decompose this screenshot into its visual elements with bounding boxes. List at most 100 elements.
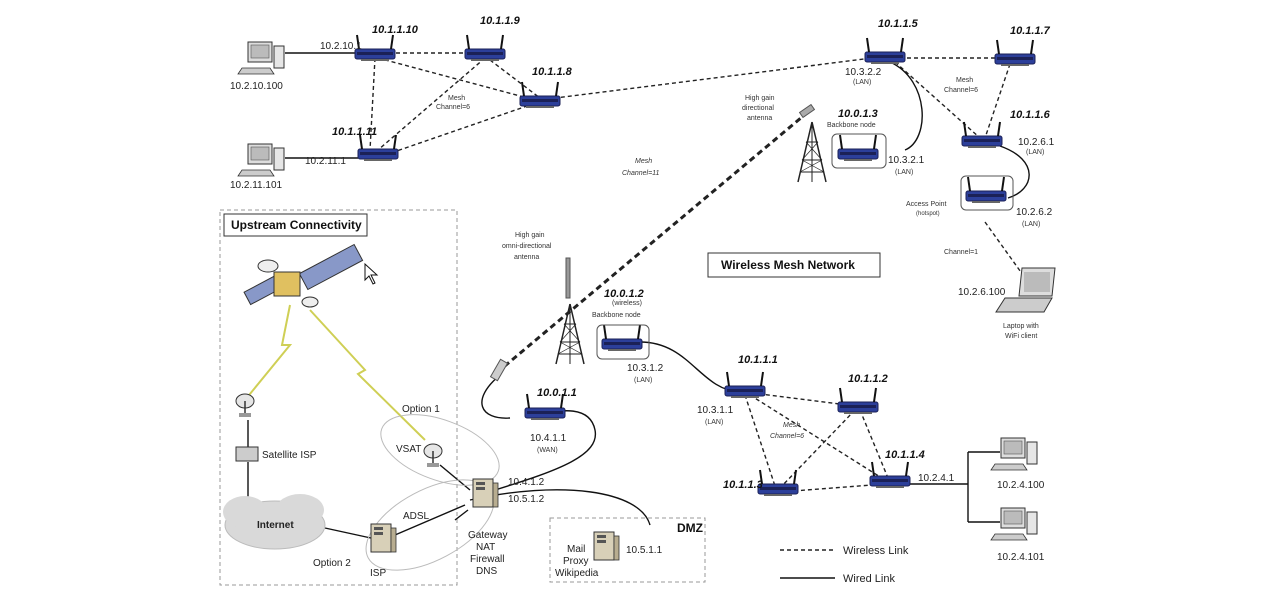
tag-label: (WAN) [537, 447, 558, 454]
backbone-label: Backbone node [827, 122, 876, 129]
legend: Wireless Link Wired Link [780, 545, 909, 585]
upstream-panel [219, 209, 458, 586]
tag-label: (hotspot) [916, 211, 940, 217]
antenna-label: omni-directional [502, 243, 552, 250]
legend-wired: Wired Link [843, 573, 895, 585]
satellite-isp-icon [235, 446, 259, 462]
access-point-box [960, 175, 1014, 211]
router-10-1-1-9 [464, 34, 506, 62]
gateway-label: Firewall [470, 554, 504, 565]
mesh-label: Mesh [956, 77, 973, 84]
ip-label: 10.0.1.1 [537, 387, 577, 399]
adsl-label: ADSL [403, 511, 430, 522]
tag-label: (LAN) [634, 377, 652, 384]
mesh-label: Mesh [635, 158, 652, 165]
addr-label: 10.2.6.100 [958, 287, 1006, 298]
pc-10-2-4-101-icon [990, 507, 1038, 541]
channel-label: Channel=6 [770, 433, 804, 440]
tower-top [797, 121, 827, 183]
pc-10-2-11-101-icon [237, 143, 285, 177]
pc-10-2-10-100-icon [237, 41, 285, 75]
ip-label: 10.1.1.5 [878, 18, 919, 30]
addr-label: 10.2.4.100 [997, 480, 1045, 491]
router-10-0-1-2 [601, 324, 643, 352]
isp-label: ISP [370, 568, 386, 579]
isp-server-icon [370, 523, 397, 553]
satellite-icon [243, 243, 379, 308]
option1-ellipse [380, 414, 500, 486]
tag-label: (LAN) [705, 419, 723, 426]
router-10-1-1-5 [864, 37, 906, 65]
option1-label: Option 1 [402, 404, 440, 415]
channel-label: Channel=11 [622, 170, 660, 177]
addr-label: 10.5.1.2 [508, 494, 545, 505]
satellite-dish-icon [235, 393, 255, 418]
option2-label: Option 2 [313, 558, 351, 569]
addr-label: 10.2.4.101 [997, 552, 1045, 563]
wireless-links [369, 52, 1029, 493]
ip-label: 10.1.1.2 [848, 373, 888, 385]
mesh-label: Mesh [783, 422, 800, 429]
backbone-node-box-bottom [596, 324, 650, 360]
gateway-label: Gateway [468, 530, 507, 541]
antenna-label: High gain [745, 95, 775, 102]
addr-label: 10.4.1.1 [530, 433, 567, 444]
cursor-icon [364, 262, 379, 285]
addr-label: 10.3.1.1 [697, 405, 734, 416]
backbone-label: Backbone node [592, 312, 641, 319]
internet-label: Internet [257, 520, 294, 531]
ip-label: 10.1.1.9 [480, 15, 521, 27]
channel-label: Channel=1 [944, 249, 978, 256]
ip-label: 10.1.1.4 [885, 449, 925, 461]
router-10-1-1-2 [837, 387, 879, 415]
laptop-icon [995, 267, 1056, 313]
mesh-network-title: Wireless Mesh Network [721, 258, 855, 272]
omni-antenna-icon [565, 257, 571, 299]
tag-label: (LAN) [895, 169, 913, 176]
pc-10-2-4-100-icon [990, 437, 1038, 471]
dmz-panel [549, 517, 706, 583]
ip-label: 10.1.1.10 [372, 24, 419, 36]
router-10-1-1-1 [724, 371, 766, 399]
antenna-stub-icon [489, 358, 509, 382]
satellite-isp-label: Satellite ISP [262, 450, 317, 461]
addr-label: 10.2.4.1 [918, 473, 955, 484]
tag-label: (LAN) [1026, 149, 1044, 156]
addr-label: 10.2.10.1 [320, 41, 362, 52]
router-10-1-1-6 [961, 121, 1003, 149]
dmz-title: DMZ [677, 521, 703, 535]
addr-label: 10.5.1.1 [626, 545, 663, 556]
mail-server-icon [593, 531, 620, 561]
tag-label: (LAN) [853, 79, 871, 86]
dmz-server-label: Wikipedia [555, 568, 599, 579]
directional-antenna-icon [798, 103, 816, 119]
antenna-label: antenna [514, 254, 539, 261]
router-10-1-1-3 [757, 469, 799, 497]
router-10-0-1-3 [837, 134, 879, 162]
ip-label: 10.0.1.3 [838, 108, 878, 120]
laptop-label: WiFi client [1005, 333, 1037, 340]
channel-label: Channel=6 [944, 87, 978, 94]
dmz-server-label: Proxy [563, 556, 589, 567]
internet-cloud-icon [223, 494, 326, 550]
vsat-label: VSAT [396, 444, 421, 455]
tag-label: (wireless) [612, 300, 642, 307]
ip-label: 10.1.1.6 [1010, 109, 1051, 121]
ip-label: 10.1.1.7 [1010, 25, 1051, 37]
ip-label: 10.1.1.1 [738, 354, 778, 366]
gateway-label: NAT [476, 542, 495, 553]
wired-links [247, 52, 1030, 541]
backbone-node-box-top [831, 133, 887, 169]
addr-label: 10.2.6.2 [1016, 207, 1053, 218]
addr-label: 10.2.6.1 [1018, 137, 1055, 148]
antenna-label: High gain [515, 232, 545, 239]
ip-label: 10.1.1.3 [723, 479, 763, 491]
addr-label: 10.2.10.100 [230, 81, 283, 92]
mesh-label: Mesh [448, 95, 465, 102]
channel-label: Channel=6 [436, 104, 470, 111]
mesh-title-box [707, 252, 881, 278]
upstream-title-box [223, 213, 368, 237]
addr-label: 10.2.11.101 [230, 180, 283, 191]
antenna-label: antenna [747, 115, 772, 122]
